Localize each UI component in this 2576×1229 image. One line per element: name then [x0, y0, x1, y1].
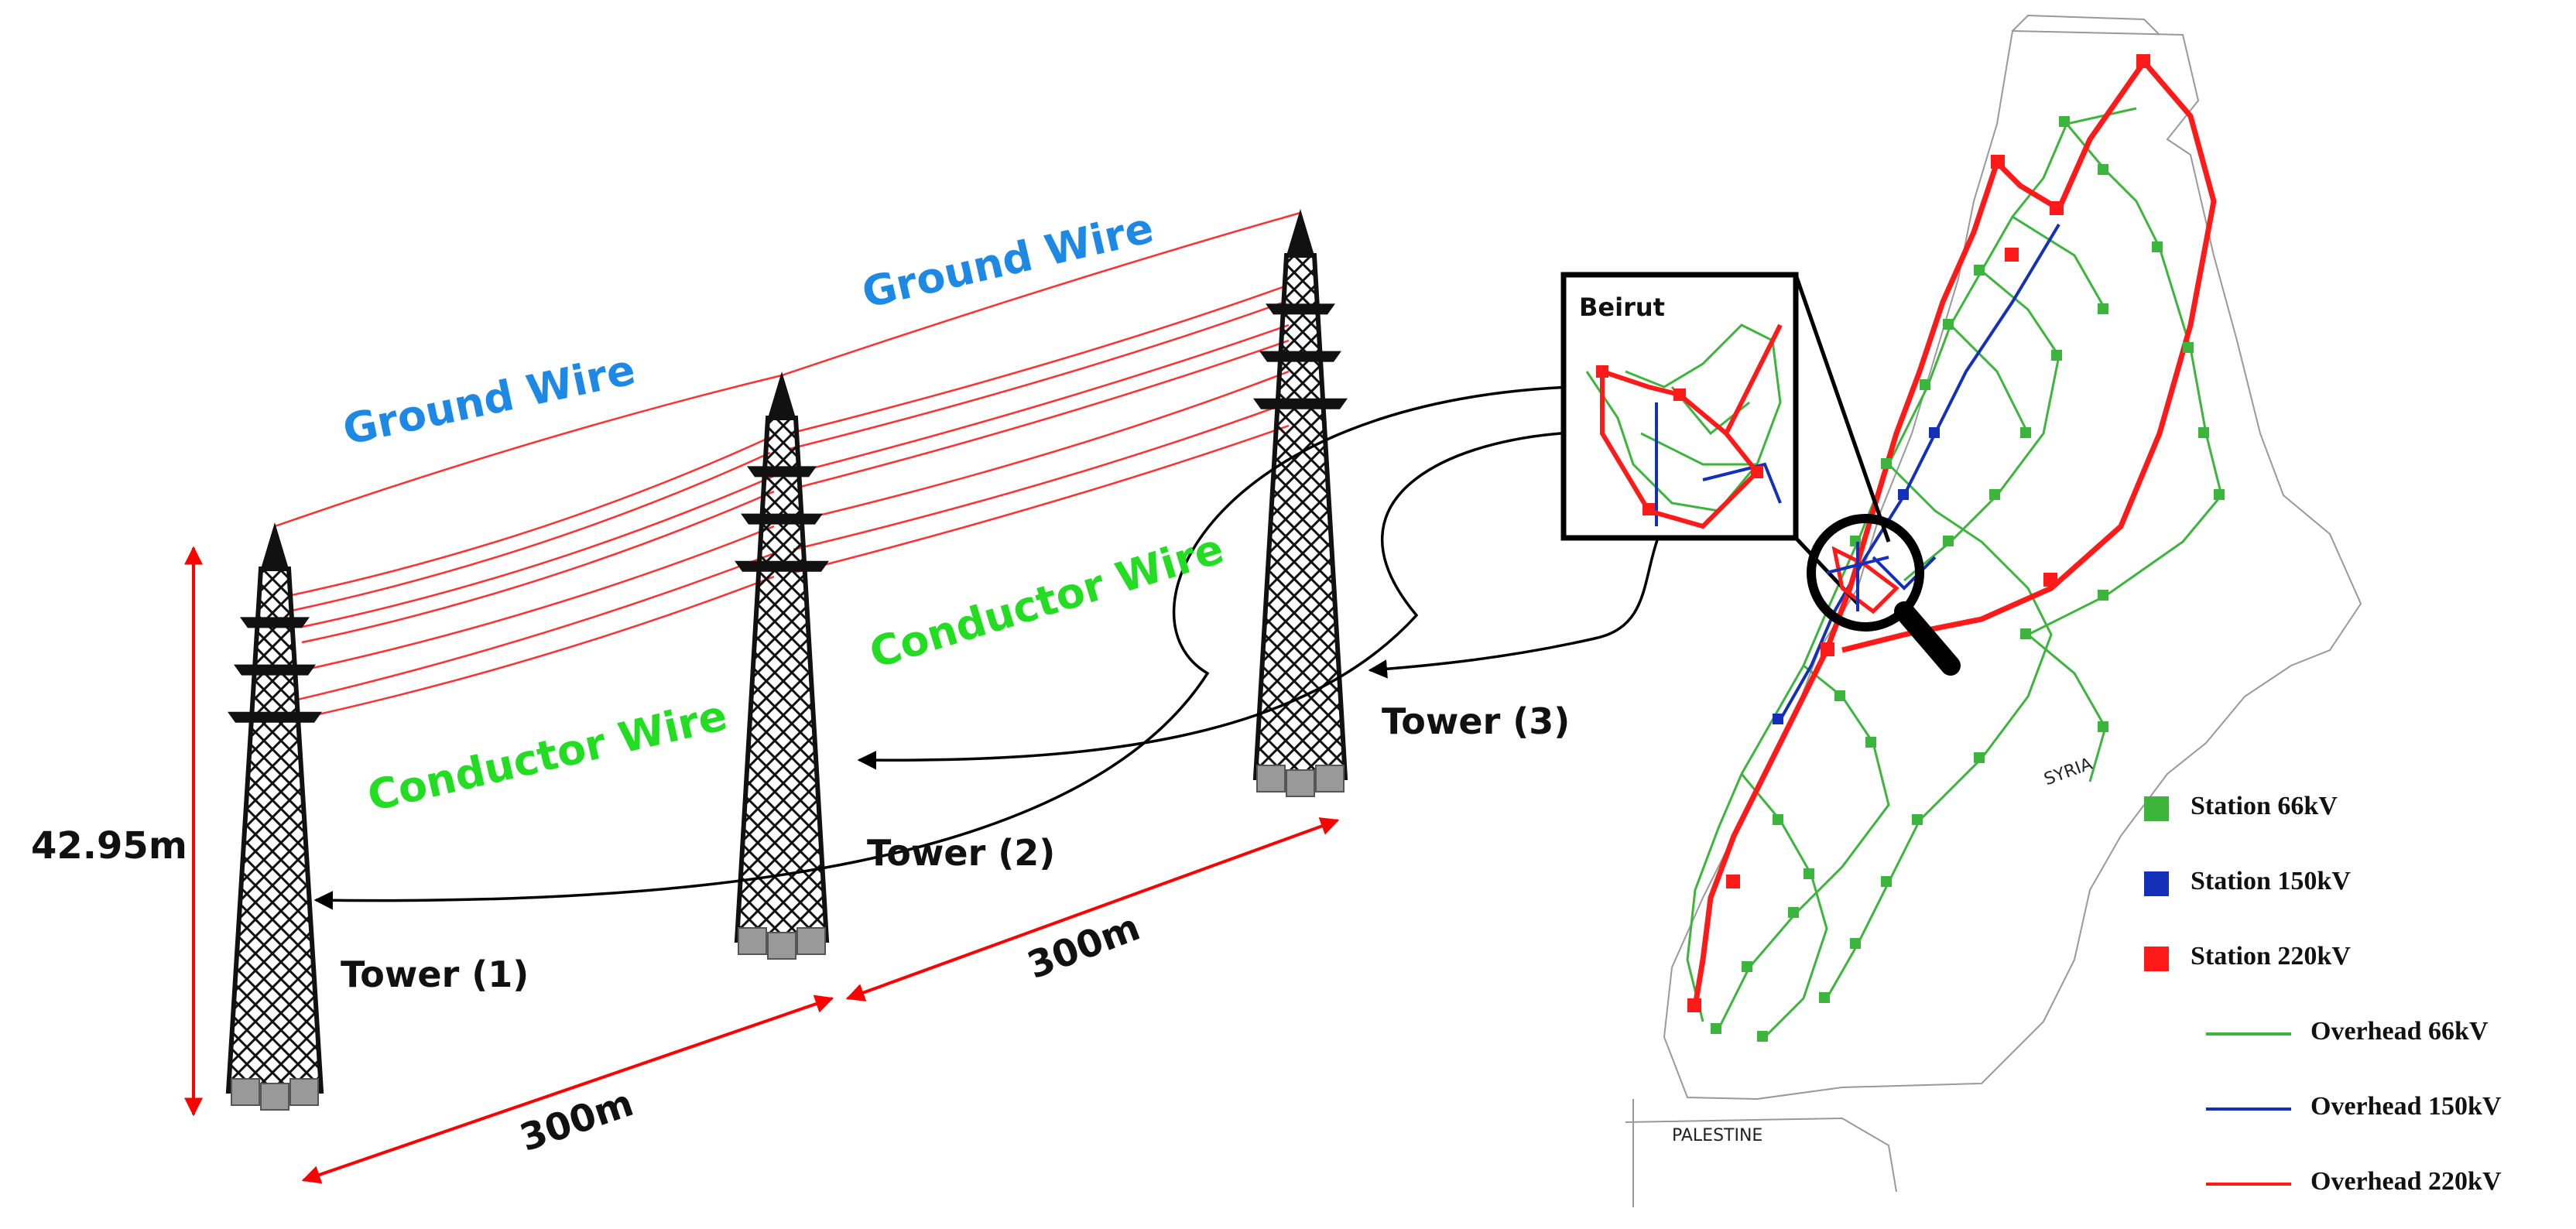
conductor-wire-label-right: Conductor Wire: [864, 524, 1229, 678]
ground-wire-span-2: [781, 211, 1301, 377]
tower-3: [1252, 209, 1348, 797]
conductor-wire: [796, 339, 1290, 489]
span-2-label: 300m: [1021, 905, 1146, 988]
pointer-tower-2: [857, 430, 1595, 770]
cross-arm: [1259, 351, 1341, 362]
conductor-wire: [789, 370, 1290, 524]
foundation-block: [231, 1078, 260, 1106]
legend-label: Overhead 66kV: [2311, 1017, 2489, 1046]
conductor-wire: [301, 490, 775, 644]
legend-label: Overhead 220kV: [2311, 1167, 2502, 1196]
lebanon-map: [1560, 14, 2362, 1207]
legend-marker: [2144, 871, 2169, 896]
map-border: [1625, 1117, 1897, 1193]
ground-wire-label-left: Ground Wire: [338, 344, 640, 455]
foundation-block: [1286, 769, 1315, 797]
span-1-label: 300m: [514, 1081, 639, 1160]
conductor-wire: [287, 525, 775, 675]
beirut-inset: [1560, 272, 1891, 605]
magnifier-icon: [1807, 514, 1961, 676]
beirut-inset-title: Beirut: [1579, 293, 1665, 322]
conductor-wire-label-left: Conductor Wire: [362, 690, 731, 821]
conductor-wire: [287, 436, 771, 597]
legend-label: Station 66kV: [2191, 792, 2338, 820]
cross-arm: [1266, 303, 1335, 315]
tower-2-label: Tower (2): [867, 832, 1056, 874]
stations-66kv: [1711, 116, 2225, 1042]
tower-1-label: Tower (1): [341, 953, 529, 995]
cross-arm: [240, 617, 310, 628]
dimension-arrows: [184, 546, 1340, 1184]
ground-wire-span-1: [274, 374, 783, 528]
legend-marker: [2144, 947, 2169, 971]
stations-220kv: [1687, 54, 2150, 1012]
country-label-syria: SYRIA: [2041, 754, 2095, 790]
legend-label: Station 150kV: [2191, 867, 2351, 895]
ground-wire-label-right: Ground Wire: [857, 203, 1158, 318]
conductor-wire: [793, 401, 1290, 551]
legend-label: Station 220kV: [2191, 942, 2351, 971]
conductor-wire: [796, 324, 1290, 474]
cross-arm: [741, 513, 823, 525]
tower-2: [734, 371, 830, 960]
foundation-block: [767, 932, 796, 960]
foundation-block: [1256, 765, 1286, 793]
span-2-dimension-arrow: [845, 817, 1340, 1001]
pointer-tower-1: [313, 385, 1572, 910]
legend-marker: [2144, 796, 2169, 821]
conductor-wire: [793, 424, 1290, 574]
conductor-wire: [293, 552, 775, 702]
conductor-wire: [301, 474, 775, 628]
conductor-wire: [789, 285, 1286, 435]
foundation-block: [260, 1083, 289, 1111]
span-1-dimension-arrow: [301, 994, 834, 1184]
foundation-block: [796, 927, 826, 955]
conductor-wire: [789, 300, 1286, 450]
cross-arm: [747, 466, 817, 478]
tower-3-label: Tower (3): [1382, 700, 1571, 742]
height-label: 42.95m: [31, 824, 187, 868]
conductor-wire: [293, 575, 775, 721]
cross-arm: [735, 560, 829, 572]
country-label-palestine: PALESTINE: [1672, 1126, 1763, 1145]
foundation-block: [1315, 765, 1345, 793]
legend-label: Overhead 150kV: [2311, 1092, 2502, 1121]
foundation-block: [738, 927, 767, 955]
stations-150kv: [1773, 427, 1940, 724]
map-border: [2012, 14, 2160, 36]
conductor-wire: [287, 451, 771, 613]
cross-arm: [228, 711, 322, 723]
legend: [2144, 796, 2291, 1186]
wires: [274, 211, 1301, 721]
overhead-220kv-lines: [1692, 60, 2217, 1007]
cross-arm: [1253, 398, 1348, 409]
cross-arm: [234, 664, 316, 676]
